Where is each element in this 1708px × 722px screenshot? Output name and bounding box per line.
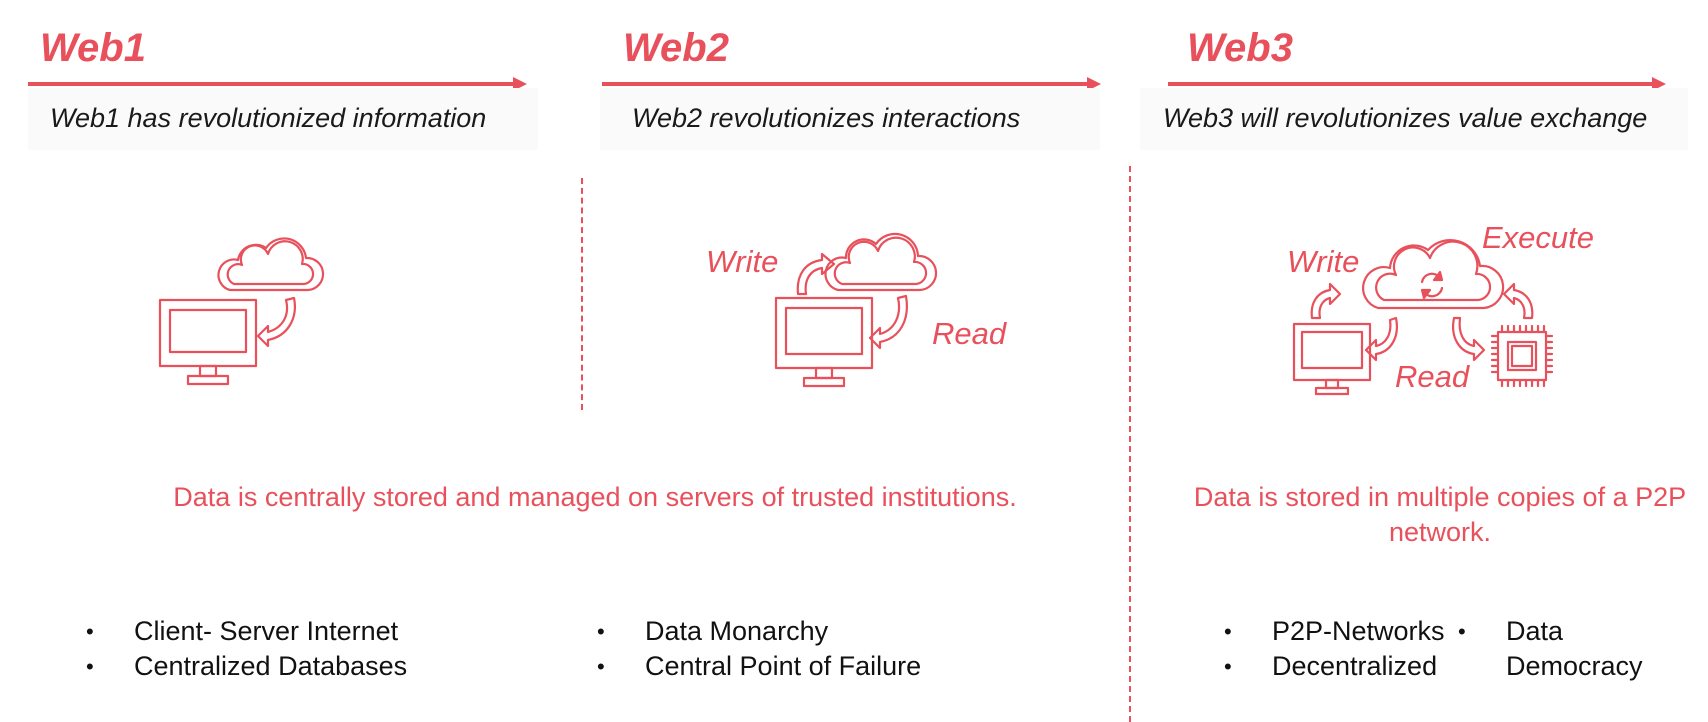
- list-item: Data Monarchy: [597, 614, 921, 649]
- tagline-web3: Web3 will revolutionizes value exchange: [1163, 103, 1648, 133]
- tagline-box-web3: [1140, 88, 1688, 150]
- list-item: Central Point of Failure: [597, 649, 921, 684]
- summary-decentralized: Data is stored in multiple copies of a P…: [1193, 482, 1687, 547]
- web2-write-label: Write: [706, 244, 779, 279]
- bullets-web2: Data Monarchy Central Point of Failure: [597, 614, 921, 684]
- execute-up-arrow-icon: [1502, 282, 1534, 320]
- web3-icon: [1292, 239, 1554, 396]
- era-title-web2: Web2: [623, 26, 729, 70]
- monitor-icon: [774, 296, 874, 388]
- list-item: Centralized Databases: [86, 649, 407, 684]
- separator-web1-web2: [581, 178, 583, 410]
- era-title-web1: Web1: [40, 26, 146, 70]
- tagline-web2: Web2 revolutionizes interactions: [632, 103, 1021, 133]
- write-arrow-icon: [796, 252, 836, 296]
- timeline-arrows: [28, 77, 1666, 91]
- web3-read-label: Read: [1395, 359, 1470, 394]
- list-item: Decentralized: [1224, 649, 1445, 684]
- list-item: P2P-Networks: [1224, 614, 1445, 649]
- tagline-box-web1: [28, 88, 538, 150]
- web3-execute-label: Execute: [1482, 220, 1595, 255]
- web2-icon: [774, 232, 938, 388]
- tagline-box-web2: [600, 88, 1100, 150]
- summary-centralized: Data is centrally stored and managed on …: [173, 482, 1017, 512]
- list-item: Client- Server Internet: [86, 614, 407, 649]
- web1-icon: [158, 237, 325, 386]
- execute-down-arrow-icon: [1452, 316, 1486, 362]
- write-arrow-icon: [1310, 282, 1342, 320]
- web3-write-label: Write: [1287, 244, 1360, 279]
- read-arrow-icon: [868, 294, 908, 350]
- web2-read-label: Read: [932, 316, 1007, 351]
- monitor-icon: [158, 298, 258, 386]
- chip-icon: [1490, 324, 1554, 388]
- era-title-web3: Web3: [1187, 26, 1293, 70]
- cloud-icon: [217, 237, 325, 292]
- read-arrow-icon: [1364, 316, 1398, 362]
- cloud-icon: [824, 232, 938, 292]
- list-item: Data: [1458, 614, 1643, 649]
- list-item: Democracy: [1506, 651, 1643, 681]
- monitor-icon: [1292, 322, 1372, 396]
- bullets-web1: Client- Server Internet Centralized Data…: [86, 614, 407, 684]
- cloud-sync-icon: [1362, 239, 1505, 310]
- bullets-web3-left: P2P-Networks Decentralized: [1224, 614, 1445, 684]
- separator-web2-web3: [1129, 166, 1131, 722]
- tagline-web1: Web1 has revolutionized information: [50, 103, 487, 133]
- curved-arrow-icon: [256, 296, 296, 348]
- bullets-web3-right: Data Democracy: [1458, 614, 1643, 684]
